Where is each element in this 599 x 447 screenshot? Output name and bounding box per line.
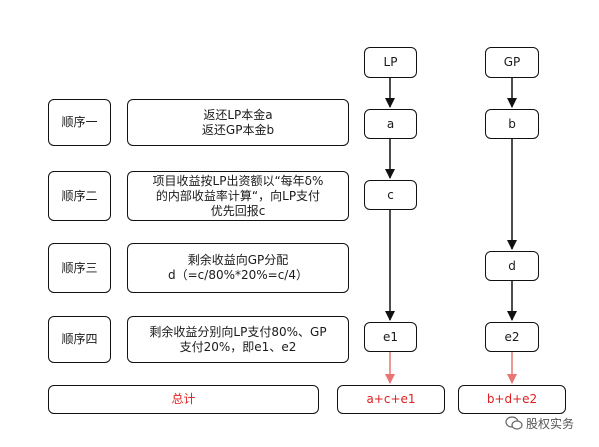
gp-node-d: d [485,251,539,281]
total-label: 总计 [171,392,196,406]
lp-sum: a+c+e1 [366,392,416,406]
lp-node-a-text: a [386,116,395,131]
step-desc-2-line-3: 优先回报c [210,203,266,218]
step-desc-3-line-2: d（=c/80%*20%=c/4） [168,268,308,282]
watermark-text: 股权实务 [526,416,575,431]
step-label-1-text: 顺序一 [61,115,98,129]
step-label-4: 顺序四 [48,316,111,363]
step-desc-3: 剩余收益向GP分配 d（=c/80%*20%=c/4） [127,243,349,293]
step-desc-2-line-1: 项目收益按LP出资额以“每年δ% [152,173,324,188]
gp-sum: b+d+e2 [486,392,538,406]
gp-header: GP [503,55,521,69]
gp-node-b-text: b [508,116,516,131]
watermark: 股权实务 [505,412,595,434]
gp-node-b: b [485,109,539,139]
gp-node-e2-text: e2 [504,329,520,344]
gp-node-d-text: d [508,258,516,273]
lp-sum-box: a+c+e1 [337,385,445,414]
step-label-3-text: 顺序三 [61,260,98,275]
lp-node-e1: e1 [364,322,417,352]
step-label-2-text: 顺序二 [61,188,98,203]
total-label-box: 总计 [48,385,319,414]
gp-header-box: GP [485,47,539,78]
step-desc-1-line-2: 返还GP本金b [201,122,275,137]
step-desc-2-line-2: 的内部收益率计算“，向LP支付 [155,188,321,203]
lp-node-c: c [364,180,417,210]
lp-node-e1-text: e1 [382,329,399,344]
step-label-3: 顺序三 [48,243,111,293]
step-desc-4: 剩余收益分别向LP支付80%、GP 支付20%，即e1、e2 [127,316,349,363]
step-label-4-text: 顺序四 [61,332,98,346]
step-desc-4-line-2: 支付20%，即e1、e2 [179,339,297,354]
step-desc-2: 项目收益按LP出资额以“每年δ% 的内部收益率计算“，向LP支付 优先回报c [127,171,349,221]
step-desc-4-line-1: 剩余收益分别向LP支付80%、GP [149,324,327,339]
step-label-2: 顺序二 [48,171,111,221]
gp-node-e2: e2 [485,322,539,352]
step-desc-1-line-1: 返还LP本金a [203,107,273,122]
lp-header-box: LP [364,47,417,78]
lp-node-c-text: c [387,187,394,202]
lp-node-a: a [364,109,417,139]
step-label-1: 顺序一 [48,99,111,146]
lp-header: LP [383,55,398,69]
gp-sum-box: b+d+e2 [458,385,566,414]
wechat-icon [505,416,523,430]
step-desc-1: 返还LP本金a 返还GP本金b [127,99,349,146]
step-desc-3-line-1: 剩余收益向GP分配 [187,253,289,267]
